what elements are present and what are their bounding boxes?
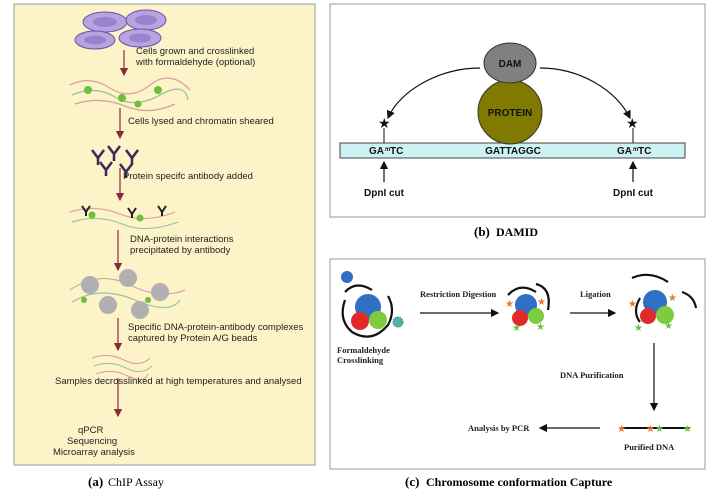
dna-fragments-icon <box>91 354 153 381</box>
svg-text:Chromosome conformation Captur: Chromosome conformation Capture <box>426 475 613 489</box>
chromatin-complex-1-icon <box>341 271 394 338</box>
protein-label: PROTEIN <box>488 108 532 119</box>
svg-text:★: ★ <box>683 424 692 435</box>
panel-b: ★ ★ PROTEIN DAM GA m TC GATTAGGC GA m TC… <box>329 3 706 239</box>
dam-circle <box>483 42 537 84</box>
analysis-label: Analysis by PCR <box>468 423 530 433</box>
seq-right: GA m TC <box>617 146 651 157</box>
panel-c-caption: (c) Chromosome conformation Capture <box>405 474 613 489</box>
purified-label: Purified DNA <box>624 442 675 452</box>
svg-text:Sequencing: Sequencing <box>67 436 117 447</box>
step-3-text: Protein specifc antibody added <box>123 171 253 182</box>
svg-text:★: ★ <box>655 424 664 435</box>
svg-text:DNA-protein interactions: DNA-protein interactions <box>130 234 234 245</box>
restriction-enzyme-icon <box>392 316 404 328</box>
panel-c: Formaldehyde Crosslinking Restriction Di… <box>329 258 706 489</box>
svg-text:ChIP Assay: ChIP Assay <box>108 475 164 489</box>
svg-text:captured by Protein A/G beads: captured by Protein A/G beads <box>128 333 258 344</box>
svg-text:(b): (b) <box>474 224 490 239</box>
outputs-list: qPCR Sequencing Microarray analysis <box>53 425 135 458</box>
chromatin-complex-3-icon: ★ ★ ★ ★ <box>628 273 698 334</box>
svg-text:★: ★ <box>536 322 545 333</box>
panel-a: Cells grown and crosslinked with formald… <box>13 3 316 489</box>
svg-text:precipitated by antibody: precipitated by antibody <box>130 245 231 256</box>
step-4-text: DNA-protein interactions precipitated by… <box>130 234 234 256</box>
beads-icon <box>69 269 186 319</box>
seq-left: GA m TC <box>369 146 403 157</box>
antibody-icon <box>91 145 139 178</box>
svg-text:★: ★ <box>617 424 626 435</box>
cells-icon <box>74 9 167 50</box>
methyl-star-left-icon: ★ <box>378 115 391 131</box>
panel-c-frame <box>329 258 706 470</box>
svg-text:TC: TC <box>638 146 651 157</box>
step-1-text: Cells grown and crosslinked with formald… <box>135 46 255 68</box>
svg-text:Specific DNA-protein-antibody: Specific DNA-protein-antibody complexes <box>128 322 304 333</box>
panel-b-caption: (b) DAMID <box>474 224 538 239</box>
svg-text:★: ★ <box>537 297 546 308</box>
svg-text:★: ★ <box>634 323 643 334</box>
svg-text:★: ★ <box>668 293 677 304</box>
panel-a-caption: (a) ChIP Assay <box>88 474 164 489</box>
svg-text:GA: GA <box>617 146 632 157</box>
svg-text:m: m <box>633 147 638 153</box>
svg-text:qPCR: qPCR <box>78 425 103 436</box>
step-2-text: Cells lysed and chromatin sheared <box>128 116 274 127</box>
svg-text:★: ★ <box>512 323 521 334</box>
svg-text:(a): (a) <box>88 474 103 489</box>
step-5-text: Specific DNA-protein-antibody complexes … <box>128 322 304 344</box>
cut-label-left: DpnI cut <box>364 188 405 199</box>
methyl-star-right-icon: ★ <box>626 115 639 131</box>
svg-text:Cells grown and crosslinked: Cells grown and crosslinked <box>136 46 254 57</box>
svg-text:★: ★ <box>505 299 514 310</box>
svg-text:(c): (c) <box>405 474 419 489</box>
svg-text:GA: GA <box>369 146 384 157</box>
chromatin-icon <box>69 77 191 112</box>
svg-text:★: ★ <box>628 299 637 310</box>
restriction-label: Restriction Digestion <box>420 289 497 299</box>
svg-text:TC: TC <box>390 146 403 157</box>
svg-text:Crosslinking: Crosslinking <box>337 355 384 365</box>
flow-arrows <box>113 50 129 418</box>
seq-mid: GATTAGGC <box>485 146 541 157</box>
svg-text:★: ★ <box>646 424 655 435</box>
svg-text:Formaldehyde: Formaldehyde <box>337 345 390 355</box>
methylation-arrow-left <box>386 67 481 120</box>
crosslink-label: Formaldehyde Crosslinking <box>337 345 390 365</box>
panel-a-background <box>13 3 316 466</box>
purification-label: DNA Purification <box>560 370 624 380</box>
dna-protein-complex-icon <box>69 205 179 230</box>
purified-dna-icon: ★ ★ ★ ★ <box>617 424 692 435</box>
svg-text:m: m <box>385 147 390 153</box>
svg-text:with formaldehyde (optional): with formaldehyde (optional) <box>135 57 255 68</box>
svg-text:DAMID: DAMID <box>496 225 538 239</box>
chromatin-complex-2-icon: ★ ★ ★ ★ <box>505 282 550 334</box>
ligation-label: Ligation <box>580 289 611 299</box>
dam-label: DAM <box>499 59 522 70</box>
cut-label-right: DpnI cut <box>613 188 654 199</box>
svg-text:Microarray analysis: Microarray analysis <box>53 447 135 458</box>
methylation-arrow-right <box>539 67 631 120</box>
step-6-text: Samples decrosslinked at high temperatur… <box>55 376 302 387</box>
svg-text:★: ★ <box>664 321 673 332</box>
